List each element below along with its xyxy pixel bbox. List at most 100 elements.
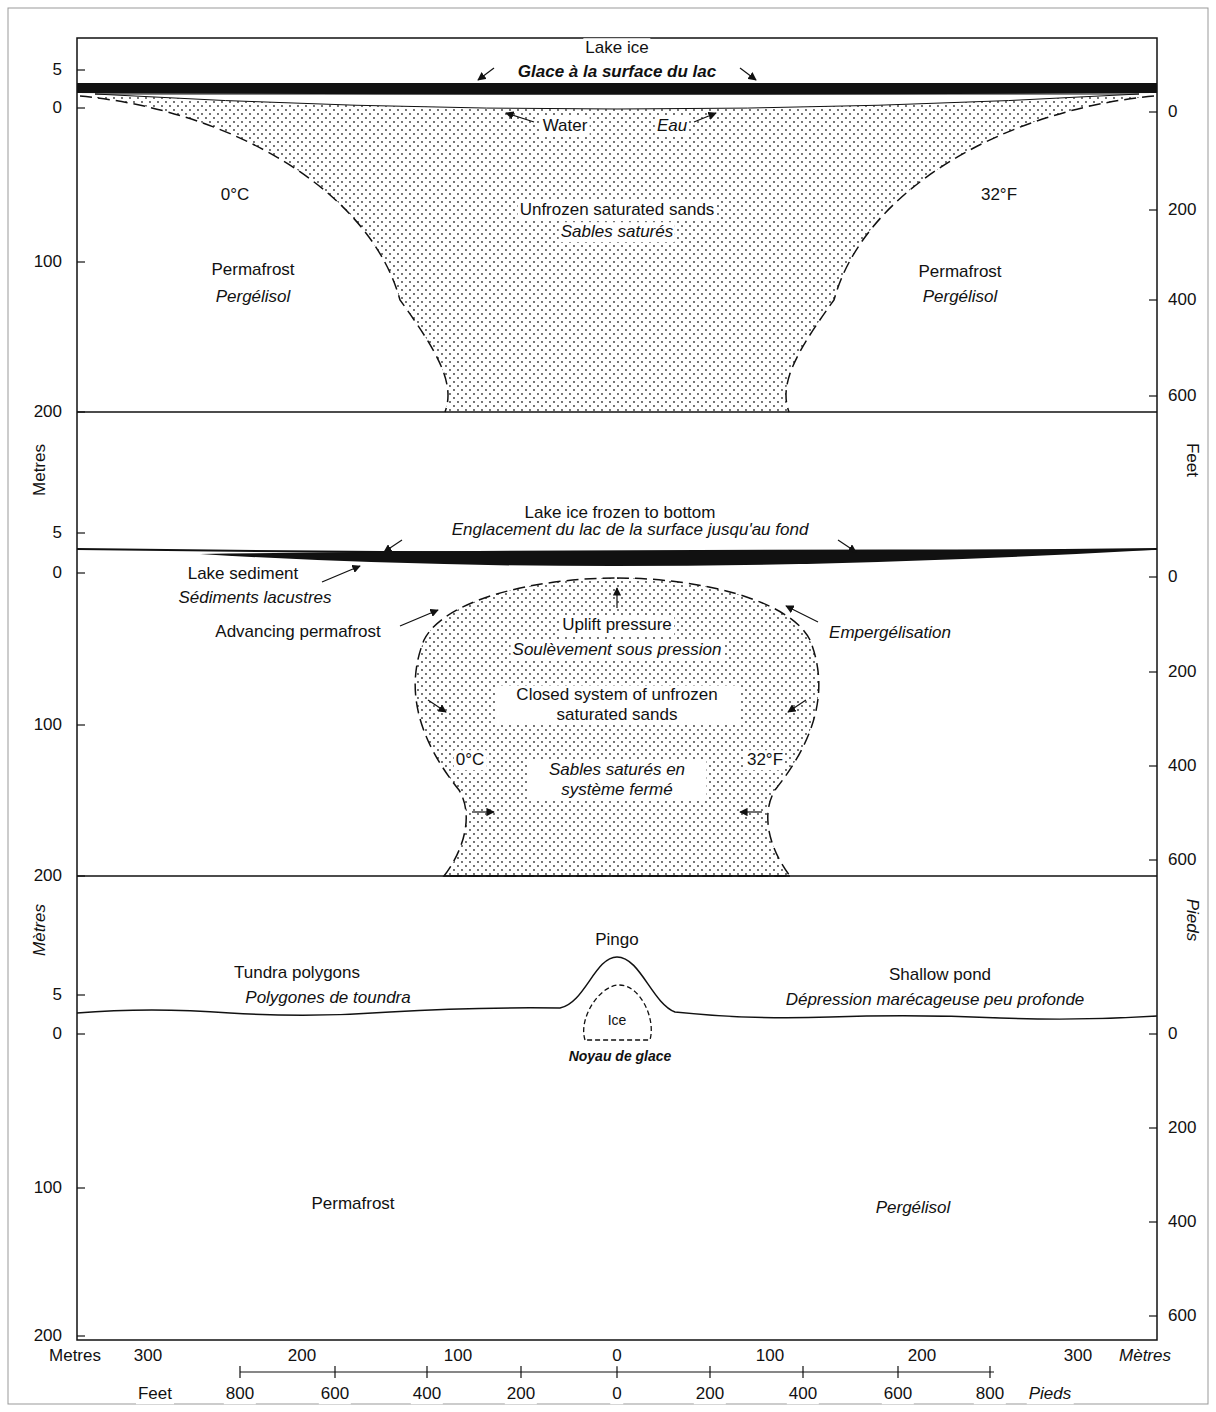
- axis-label: 200: [694, 1384, 726, 1404]
- diagram-label: 32°F: [979, 185, 1019, 205]
- axis-tick: [1149, 209, 1157, 210]
- diagram-label: 32°F: [745, 750, 785, 770]
- axis-tick: [1149, 765, 1157, 766]
- axis-label: 100: [32, 715, 64, 735]
- diagram-label: 0°C: [219, 185, 252, 205]
- axis-tick: [77, 261, 85, 262]
- panel-divider: [444, 875, 790, 877]
- axis-label: Metres: [47, 1346, 103, 1366]
- lake-ice-to-bottom: [200, 550, 1152, 567]
- axis-label: 800: [224, 1384, 256, 1404]
- axis-tick: [1149, 1221, 1157, 1222]
- axis-tick: [1149, 111, 1157, 112]
- scale-tick: [989, 1366, 990, 1378]
- axis-tick: [77, 875, 85, 876]
- diagram-label: Tundra polygons: [232, 963, 362, 983]
- scale-tick: [520, 1366, 521, 1378]
- axis-tick: [1149, 576, 1157, 577]
- uplift-arrow: [616, 588, 617, 608]
- axis-tick: [1149, 1127, 1157, 1128]
- freezing-arrow: [740, 811, 762, 812]
- diagram-label: Pergélisol: [921, 287, 1000, 307]
- diagram-label: Pergélisol: [874, 1198, 953, 1218]
- diagram-label: Glace à la surface du lac: [516, 62, 718, 82]
- diagram-label: Sédiments lacustres: [176, 588, 333, 608]
- feet-scale-ticks: [240, 1366, 990, 1378]
- axis-label: 200: [1166, 662, 1198, 682]
- axis-label: 5: [51, 985, 64, 1005]
- axis-label: 0: [1166, 567, 1179, 587]
- leader-arrow: [322, 566, 360, 582]
- diagram-label: Sables saturés: [559, 222, 675, 242]
- diagram-label: Metres: [30, 442, 50, 498]
- diagram-label: Soulèvement sous pression: [511, 640, 724, 660]
- diagram-label: Permafrost: [309, 1194, 396, 1214]
- axis-label: 200: [32, 866, 64, 886]
- freezing-arrow: [472, 811, 494, 812]
- axis-label: 200: [906, 1346, 938, 1366]
- diagram-label: Lake ice: [583, 38, 650, 58]
- lake-water: [95, 94, 1139, 109]
- axis-label: 0: [1166, 102, 1179, 122]
- diagram-label: Noyau de glace: [567, 1048, 674, 1064]
- diagram-label: Water: [541, 116, 590, 136]
- axis-tick: [77, 411, 85, 412]
- diagram-label: Shallow pond: [887, 965, 993, 985]
- axis-label: 100: [32, 1178, 64, 1198]
- freezing-arrow: [788, 700, 806, 712]
- axis-tick: [77, 1033, 85, 1034]
- diagram-label: Eau: [655, 116, 689, 136]
- axis-tick: [77, 1187, 85, 1188]
- axis-tick: [1149, 1033, 1157, 1034]
- axis-label: Pieds: [1027, 1384, 1074, 1404]
- axis-label: 5: [51, 523, 64, 543]
- axis-tick: [1149, 395, 1157, 396]
- axis-label: 0: [610, 1384, 623, 1404]
- scale-tick: [802, 1366, 803, 1378]
- axis-label: Feet: [136, 1384, 174, 1404]
- leader-arrow: [384, 540, 402, 552]
- axis-label: 600: [1166, 1306, 1198, 1326]
- diagram-label: Mètres: [30, 902, 50, 958]
- axis-label: 100: [754, 1346, 786, 1366]
- scale-tick: [616, 1366, 617, 1378]
- axis-label: 400: [1166, 290, 1198, 310]
- axis-tick: [77, 69, 85, 70]
- axis-label: 100: [32, 252, 64, 272]
- leader-arrow: [694, 113, 716, 122]
- scale-tick: [709, 1366, 710, 1378]
- diagram-label: Pergélisol: [214, 287, 293, 307]
- axis-label: 200: [32, 402, 64, 422]
- diagram-label: Lake sediment: [186, 564, 301, 584]
- leader-arrow: [838, 540, 856, 552]
- scale-tick: [239, 1366, 240, 1378]
- axis-tick: [1149, 859, 1157, 860]
- axis-label: 200: [286, 1346, 318, 1366]
- axis-label: 0: [51, 98, 64, 118]
- panel-divider: [77, 875, 1157, 877]
- axis-label: 600: [882, 1384, 914, 1404]
- axis-label: 200: [1166, 200, 1198, 220]
- unfrozen-sands: [80, 96, 1154, 412]
- leader-arrow: [740, 68, 756, 80]
- axis-label: 400: [1166, 756, 1198, 776]
- diagram-label: Unfrozen saturated sands: [518, 200, 717, 220]
- axis-tick: [77, 724, 85, 725]
- axis-label: 0: [610, 1346, 623, 1366]
- diagram-label: Ice: [606, 1012, 629, 1028]
- axis-label: 200: [32, 1326, 64, 1346]
- scale-tick: [426, 1366, 427, 1378]
- axis-tick: [77, 532, 85, 533]
- freezing-arrow: [428, 700, 446, 712]
- axis-label: 600: [1166, 850, 1198, 870]
- axis-tick: [77, 572, 85, 573]
- ground-surface: [77, 957, 1157, 1019]
- axis-label: 300: [1062, 1346, 1094, 1366]
- leader-arrow: [786, 606, 818, 622]
- axis-label: 200: [1166, 1118, 1198, 1138]
- page-border: [8, 8, 1208, 1404]
- axis-label: 600: [1166, 386, 1198, 406]
- axis-label: 0: [51, 563, 64, 583]
- scale-tick: [334, 1366, 335, 1378]
